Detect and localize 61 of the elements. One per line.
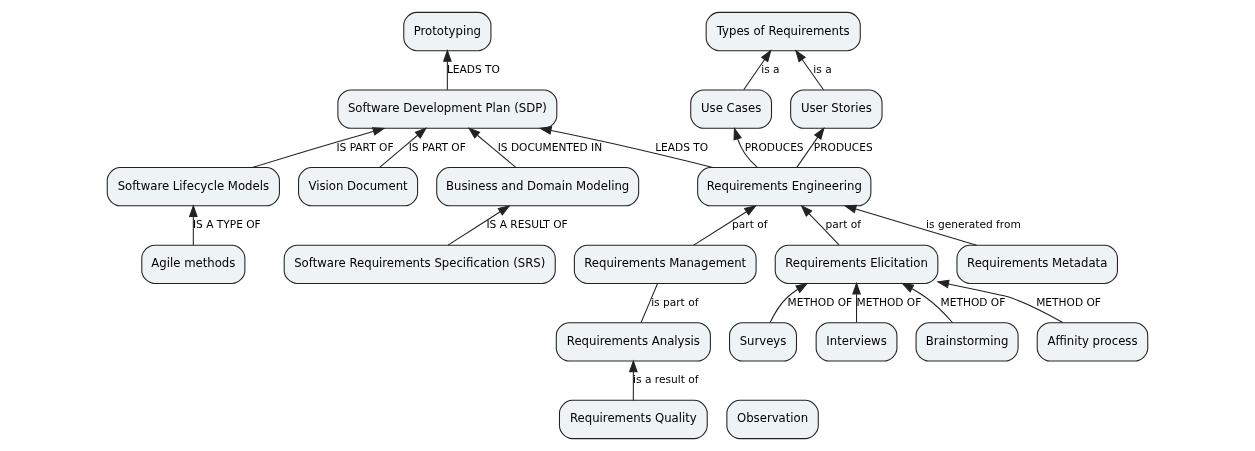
edge-label: IS PART OF: [408, 140, 466, 154]
edge-label: is part of: [651, 295, 699, 309]
arrow: [800, 204, 840, 246]
edge-label: part of: [825, 218, 861, 232]
node-box: Requirements Analysis: [555, 322, 711, 362]
node-box: Software Development Plan (SDP): [337, 89, 558, 129]
node-box: Interviews: [815, 322, 898, 362]
arrow: [743, 49, 772, 91]
edge-label: IS A TYPE OF: [192, 218, 261, 232]
arrow: [901, 282, 954, 324]
node-box: Agile methods: [141, 244, 246, 284]
arrow: [379, 127, 428, 168]
edge-label: PRODUCES: [744, 140, 804, 154]
arrow: [795, 49, 824, 91]
edge-label: LEADS TO: [446, 62, 500, 76]
arrow: [442, 49, 452, 91]
node-box: Software Lifecycle Models: [106, 167, 280, 207]
edge-label: METHOD OF: [856, 295, 922, 309]
node-box: Types of Requirements: [705, 11, 861, 52]
node-box: Vision Document: [298, 167, 419, 207]
edge-label: is a: [813, 62, 832, 76]
arrow: [467, 127, 517, 168]
arrow: [843, 204, 978, 246]
arrow: [852, 281, 861, 324]
arrow: [733, 127, 758, 168]
edge-label: METHOD OF: [787, 295, 853, 309]
node-box: Affinity process: [1036, 322, 1149, 362]
node-box: Requirements Quality: [558, 399, 708, 440]
node-box: User Stories: [790, 89, 883, 129]
arrow: [693, 205, 757, 246]
arrow: [447, 205, 511, 246]
arrow: [628, 359, 638, 401]
node-box: Software Requirements Specification (SRS): [283, 244, 556, 284]
edge-label: is generated from: [926, 218, 1021, 232]
arrow: [936, 279, 1064, 324]
edge-label: part of: [732, 218, 768, 232]
node-box: Brainstorming: [915, 322, 1019, 362]
arrow: [251, 127, 386, 169]
edge-label: PRODUCES: [813, 140, 873, 154]
node-box: Surveys: [729, 322, 797, 362]
edge-label: IS DOCUMENTED IN: [497, 140, 603, 154]
node-box: Business and Domain Modeling: [436, 167, 640, 207]
node-box: Use Cases: [690, 89, 773, 129]
node-box: Observation: [726, 399, 819, 440]
edge-label: METHOD OF: [1036, 295, 1101, 309]
edge-label: LEADS TO: [655, 140, 709, 154]
arrow: [538, 126, 714, 168]
edge-label: METHOD OF: [940, 295, 1006, 309]
connector: [640, 282, 659, 324]
edge-label: is a: [761, 62, 780, 76]
arrow: [796, 126, 825, 168]
node-box: Requirements Elicitation: [774, 244, 939, 284]
node-box: Requirements Management: [573, 244, 757, 284]
arrow: [769, 282, 809, 324]
node-box: Requirements Engineering: [697, 167, 872, 207]
node-box: Requirements Metadata: [956, 244, 1118, 284]
edge-label: is a result of: [633, 373, 699, 387]
edge-label: IS PART OF: [336, 140, 394, 154]
edge-label: IS A RESULT OF: [486, 218, 568, 232]
node-box: Prototyping: [403, 11, 492, 52]
arrow: [188, 204, 198, 246]
